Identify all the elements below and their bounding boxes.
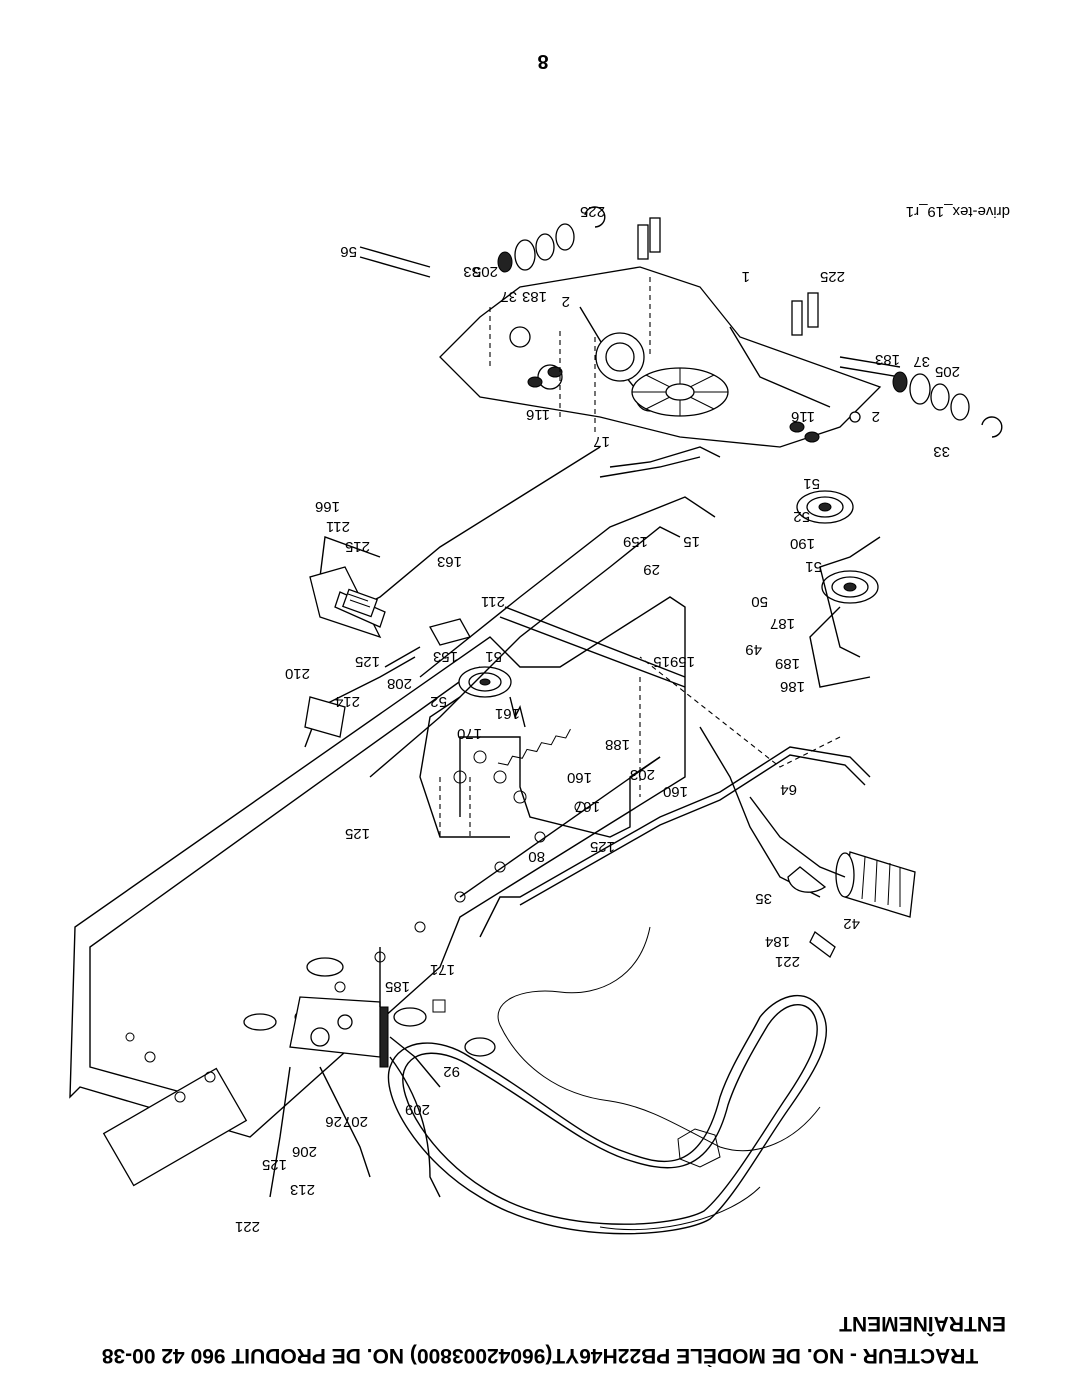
callout-203: 203 <box>630 766 655 783</box>
callout-125-b: 125 <box>590 838 615 855</box>
mower-deck-outline <box>497 926 821 1231</box>
callout-159-b: 159 <box>623 533 648 550</box>
callout-64: 64 <box>780 781 797 798</box>
assembly-guides <box>559 327 841 797</box>
mount-bolts <box>527 217 820 443</box>
callout-159: 159 <box>670 653 695 670</box>
callout-92: 92 <box>443 1063 460 1080</box>
callout-33-b: 33 <box>463 263 480 280</box>
cooling-fan <box>631 367 729 417</box>
callout-125-c: 125 <box>345 825 370 842</box>
idler-pulley-lower <box>796 490 854 524</box>
callout-116-b: 116 <box>526 406 550 423</box>
callout-37-b: 37 <box>500 288 517 305</box>
callout-221: 221 <box>235 1218 260 1235</box>
frame-holes <box>125 750 586 1103</box>
callout-189: 189 <box>775 655 800 672</box>
callout-80: 80 <box>528 848 545 865</box>
callout-188: 188 <box>605 736 630 753</box>
callout-160-b: 160 <box>663 783 688 800</box>
callout-52: 52 <box>430 693 447 710</box>
callout-190: 190 <box>790 535 815 552</box>
brake-pivot-bracket <box>269 947 441 1198</box>
callout-205: 205 <box>935 363 960 380</box>
callout-52-b: 52 <box>793 508 810 525</box>
callout-125-d: 125 <box>355 653 380 670</box>
callout-170: 170 <box>457 725 482 742</box>
callout-17: 17 <box>593 433 610 450</box>
idler-pulley-upper <box>821 570 879 604</box>
callout-183-b: 183 <box>522 288 547 305</box>
callout-215: 215 <box>345 538 370 555</box>
callout-214: 214 <box>335 693 360 710</box>
idler-pulley-center-52 <box>458 666 512 698</box>
callout-51: 51 <box>485 648 502 665</box>
callout-225: 225 <box>820 268 845 285</box>
callout-15-b: 15 <box>683 533 700 550</box>
callout-207: 207 <box>343 1113 368 1130</box>
callout-51-c: 51 <box>803 475 820 492</box>
callout-42: 42 <box>843 915 860 932</box>
callout-1: 1 <box>742 268 750 285</box>
callout-56: 56 <box>340 243 357 260</box>
callout-116: 116 <box>791 408 815 425</box>
callout-2: 2 <box>872 408 880 425</box>
tractor-frame <box>69 596 686 1187</box>
callout-161: 161 <box>495 705 520 722</box>
axle-hardware-right <box>497 206 606 273</box>
section-title: ENTRAÎNEMENT <box>839 1312 1006 1336</box>
rear-bracket <box>419 696 661 838</box>
callout-51-b: 51 <box>805 558 822 575</box>
callout-210: 210 <box>285 665 310 682</box>
callout-49: 49 <box>745 641 762 658</box>
callout-33: 33 <box>933 443 950 460</box>
callout-209: 209 <box>405 1101 430 1118</box>
cross-shaft <box>497 606 686 766</box>
idler-bracket-190 <box>809 536 881 688</box>
page-title: TRACTEUR - NO. DE MODÈLE PB22H46YT(96042… <box>101 1344 978 1367</box>
callout-225-b: 225 <box>580 203 605 220</box>
callout-213: 213 <box>290 1181 315 1198</box>
brake-rod-209 <box>389 1056 441 1198</box>
callout-35: 35 <box>755 890 772 907</box>
callout-184: 184 <box>765 933 790 950</box>
callout-125: 125 <box>262 1156 287 1173</box>
shift-knob <box>699 726 916 918</box>
callout-167: 167 <box>575 798 600 815</box>
callout-211-b: 211 <box>326 518 350 535</box>
callout-185: 185 <box>385 978 410 995</box>
callout-206: 206 <box>292 1143 317 1160</box>
axle-hardware-left <box>849 371 1003 438</box>
callout-50: 50 <box>751 593 768 610</box>
callout-183: 183 <box>875 351 900 368</box>
callout-163: 163 <box>437 553 462 570</box>
callout-160: 160 <box>567 769 592 786</box>
drawing-id: drive-tex_19_r1 <box>906 203 1010 220</box>
pedal-assembly <box>304 536 471 748</box>
shift-clip-35 <box>787 866 836 958</box>
callout-208: 208 <box>387 675 412 692</box>
callout-37: 37 <box>913 353 930 370</box>
callout-26: 26 <box>325 1113 342 1130</box>
callout-187: 187 <box>770 615 795 632</box>
callout-205-b: 205 <box>473 263 498 280</box>
callout-29: 29 <box>643 561 660 578</box>
callout-166: 166 <box>315 498 340 515</box>
callout-15: 15 <box>653 653 670 670</box>
drive-belt <box>387 995 828 1235</box>
callout-2-b: 2 <box>562 293 570 310</box>
callout-211: 211 <box>481 593 505 610</box>
callout-labels: 56 221 213 125 206 26 207 209 92 185 171… <box>235 203 960 1235</box>
callout-221-b: 221 <box>775 953 800 970</box>
callout-171: 171 <box>430 961 455 978</box>
callout-153: 153 <box>433 648 458 665</box>
page-number: 8 <box>537 50 548 72</box>
callout-186: 186 <box>780 678 805 695</box>
